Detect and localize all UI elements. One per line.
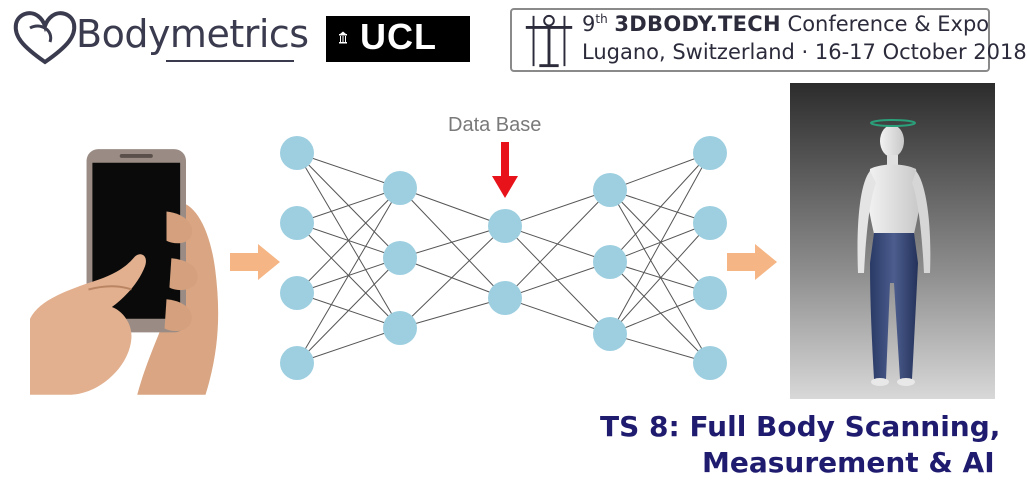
- network-edge: [609, 292, 711, 335]
- network-edge: [296, 187, 401, 294]
- network-edges: [296, 152, 711, 364]
- session-title-line1: TS 8: Full Body Scanning,: [600, 410, 1001, 443]
- network-node: [593, 173, 627, 207]
- network-edge: [609, 261, 711, 364]
- network-node: [693, 136, 727, 170]
- network-edge: [609, 152, 711, 263]
- bodymetrics-underline: [166, 60, 294, 62]
- conference-title: 9th 3DBODY.TECH Conference & Expo: [582, 12, 989, 36]
- autoencoder-network-diagram: [280, 136, 727, 380]
- network-edge: [504, 261, 611, 299]
- network-node: [693, 346, 727, 380]
- network-edge: [609, 189, 711, 294]
- ucl-logo-text: UCL: [360, 16, 437, 57]
- network-node: [693, 206, 727, 240]
- network-edge: [399, 187, 506, 299]
- network-nodes: [280, 136, 727, 380]
- network-edge: [609, 189, 711, 224]
- network-edge: [296, 187, 401, 364]
- network-edge: [296, 152, 401, 189]
- ucl-logo: [326, 16, 470, 62]
- network-node: [280, 206, 314, 240]
- network-edge: [609, 152, 711, 335]
- conference-edition-suffix: th: [595, 12, 608, 26]
- bodymetrics-heart-icon: [13, 11, 77, 65]
- network-edge: [504, 189, 611, 227]
- session-title-line2: Measurement & AI: [702, 446, 995, 479]
- conference-name: 3DBODY.TECH: [614, 12, 781, 36]
- 3dbody-tech-logo-icon: [525, 14, 573, 68]
- input-arrow-icon: [230, 244, 280, 280]
- network-node: [280, 276, 314, 310]
- body-scan-mannequin-image: [790, 83, 995, 399]
- network-node: [693, 276, 727, 310]
- network-node: [280, 136, 314, 170]
- conference-location-date: Lugano, Switzerland · 16-17 October 2018: [582, 40, 1027, 64]
- database-arrow-icon: [492, 142, 518, 198]
- network-edge: [504, 297, 611, 335]
- network-edge: [399, 225, 506, 259]
- conference-type: Conference & Expo: [787, 12, 990, 36]
- network-edge: [609, 261, 711, 294]
- network-node: [280, 346, 314, 380]
- network-edge: [609, 333, 711, 364]
- network-edge: [504, 189, 611, 299]
- network-node: [488, 209, 522, 243]
- network-edge: [399, 187, 506, 227]
- network-node: [383, 171, 417, 205]
- smartphone-in-hands-image: [30, 149, 219, 395]
- bodymetrics-logo-text: Bodymetrics: [76, 12, 309, 56]
- network-edge: [296, 327, 401, 364]
- network-edge: [296, 187, 401, 224]
- database-label: Data Base: [448, 114, 542, 136]
- network-edge: [609, 222, 711, 335]
- network-edge: [609, 189, 711, 364]
- network-node: [383, 241, 417, 275]
- conference-edition: 9: [582, 12, 596, 36]
- network-node: [593, 245, 627, 279]
- network-edge: [609, 152, 711, 191]
- network-node: [593, 317, 627, 351]
- network-edge: [399, 257, 506, 299]
- ucl-portico-icon: [339, 31, 347, 44]
- output-arrow-icon: [727, 244, 777, 280]
- network-edge: [296, 257, 401, 364]
- conference-banner: [510, 8, 990, 72]
- network-edge: [399, 225, 506, 329]
- network-node: [488, 281, 522, 315]
- network-edge: [399, 297, 506, 329]
- network-node: [383, 311, 417, 345]
